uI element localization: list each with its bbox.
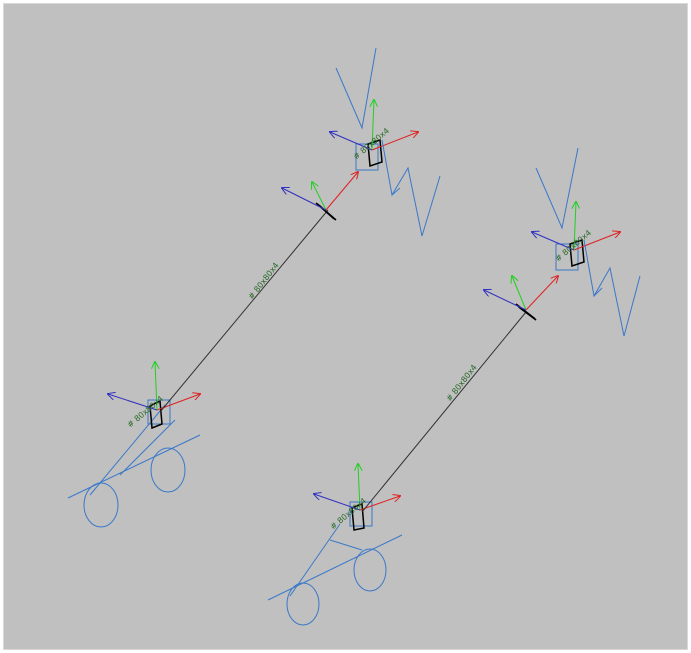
z-axis-arrow xyxy=(314,494,361,511)
y-axis-arrow xyxy=(372,100,374,151)
assembly-2[interactable]: # 80x80x4 # 80x80x4 # 80x80x4 xyxy=(267,147,641,626)
z-axis-arrow xyxy=(108,394,158,411)
member-label-1: # 80x80x4 xyxy=(246,261,280,301)
member-line-2[interactable] xyxy=(361,311,527,513)
top-joint-1[interactable] xyxy=(330,100,418,171)
y-axis-arrow xyxy=(358,464,360,511)
z-axis-arrow xyxy=(532,232,575,251)
top-joint-2[interactable] xyxy=(532,202,620,271)
base-fixture-1[interactable] xyxy=(67,404,201,528)
x-axis-arrow xyxy=(573,232,620,251)
x-axis-arrow xyxy=(371,132,418,151)
y-axis-arrow xyxy=(512,276,527,311)
base-joint-2[interactable] xyxy=(314,464,400,531)
top-fixture-2[interactable] xyxy=(535,147,641,337)
member-line-1[interactable] xyxy=(159,209,329,413)
x-axis-arrow xyxy=(525,276,558,311)
x-axis-arrow xyxy=(359,496,400,511)
z-axis-arrow xyxy=(330,132,373,151)
top-fixture-1[interactable] xyxy=(335,47,441,237)
z-axis-arrow xyxy=(484,290,527,311)
y-axis-arrow xyxy=(312,182,327,211)
y-axis-arrow xyxy=(155,362,157,411)
viewport-canvas[interactable] xyxy=(3,3,688,650)
mid-joint-2[interactable] xyxy=(484,276,558,321)
member-label-2: # 80x80x4 xyxy=(444,363,478,403)
x-axis-arrow xyxy=(325,172,358,211)
assembly-1[interactable]: # 80x80x4 # 80x80x4 # 80x80x4 xyxy=(67,47,441,528)
z-axis-arrow xyxy=(282,188,327,211)
base-fixture-2[interactable] xyxy=(267,523,403,626)
mid-joint-1[interactable] xyxy=(282,172,358,221)
y-axis-arrow xyxy=(574,202,576,251)
